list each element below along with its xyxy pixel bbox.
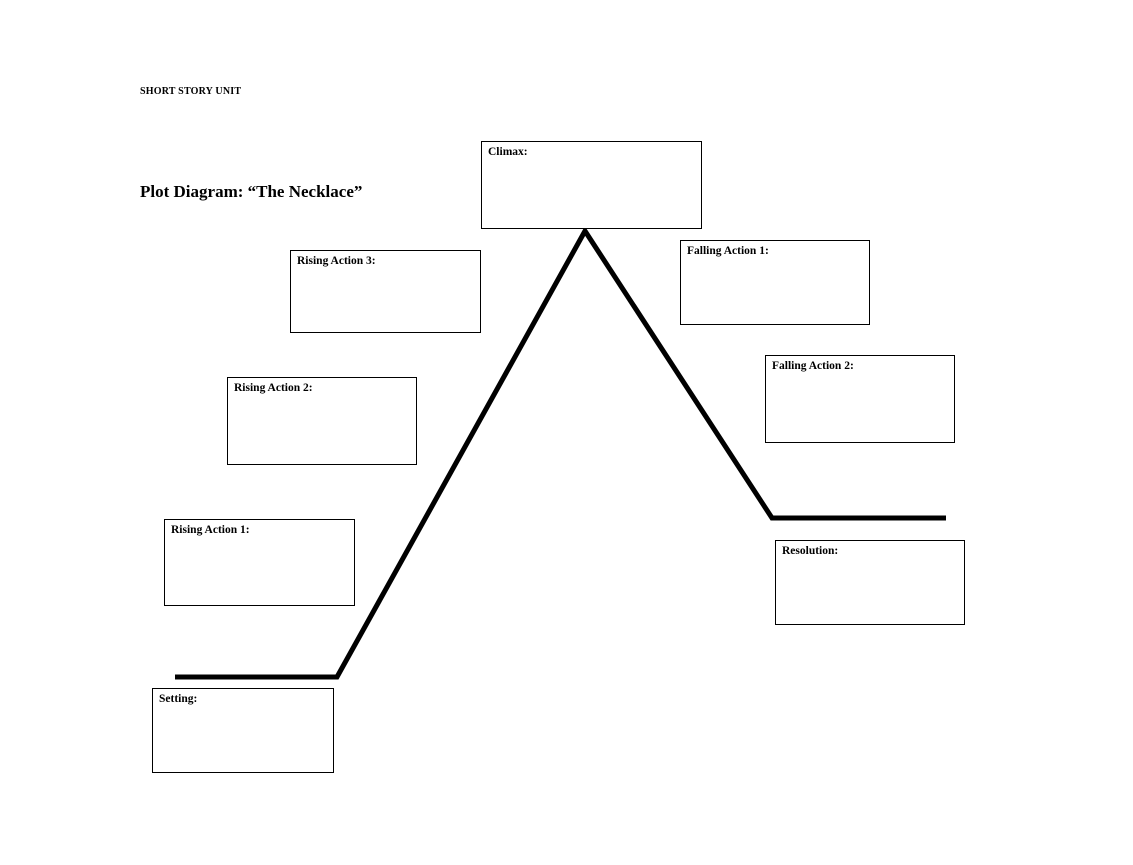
box-label-setting: Setting: [159,693,198,705]
box-label-climax: Climax: [488,146,528,158]
box-label-resolution: Resolution: [782,545,839,557]
box-label-rising-action-2: Rising Action 2: [234,382,313,394]
page-title: Plot Diagram: “The Necklace” [140,182,363,201]
box-falling-action-2[interactable]: Falling Action 2: [765,355,955,443]
box-climax[interactable]: Climax: [481,141,702,229]
box-rising-action-3[interactable]: Rising Action 3: [290,250,481,333]
box-label-rising-action-3: Rising Action 3: [297,255,376,267]
box-rising-action-1[interactable]: Rising Action 1: [164,519,355,606]
box-resolution[interactable]: Resolution: [775,540,965,625]
box-label-rising-action-1: Rising Action 1: [171,524,250,536]
box-rising-action-2[interactable]: Rising Action 2: [227,377,417,465]
box-falling-action-1[interactable]: Falling Action 1: [680,240,870,325]
box-setting[interactable]: Setting: [152,688,334,773]
box-label-falling-action-2: Falling Action 2: [772,360,854,372]
unit-header: SHORT STORY UNIT [140,86,242,97]
box-label-falling-action-1: Falling Action 1: [687,245,769,257]
